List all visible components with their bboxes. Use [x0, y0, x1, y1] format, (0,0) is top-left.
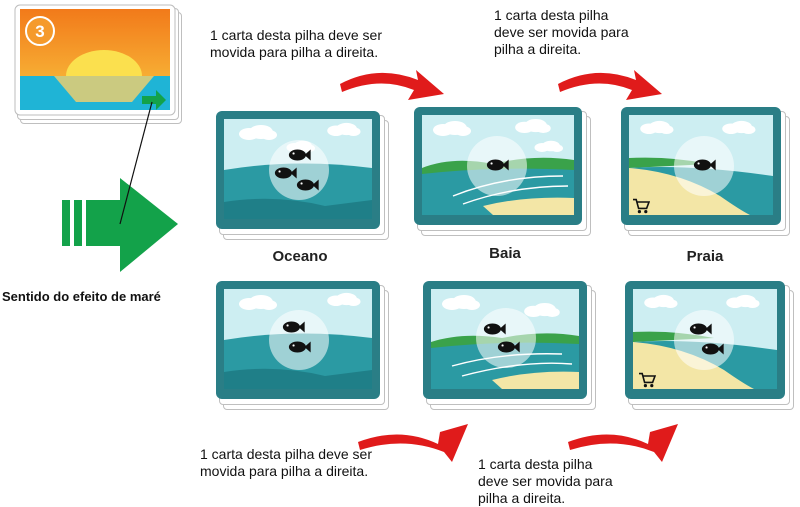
label-ocean: Oceano: [272, 248, 328, 265]
bay-card-stack-top: [413, 106, 593, 236]
note-top-left: 1 carta desta pilha deve ser movida para…: [210, 27, 382, 60]
red-arrow-top-2: [558, 70, 662, 100]
label-bay: Baia: [489, 245, 521, 262]
ocean-card-stack-top: [215, 110, 390, 240]
sunset-card: 3: [14, 4, 176, 116]
note-bottom-left: 1 carta desta pilha deve ser movida para…: [200, 446, 372, 479]
beach-card-stack-top: [620, 106, 800, 236]
ocean-card-stack-bottom: [215, 280, 390, 410]
red-arrow-bottom-1: [358, 424, 468, 462]
big-green-arrow-icon: [62, 178, 178, 272]
ocean-card: [216, 111, 380, 229]
note-top-right: 1 carta desta pilha deve ser movida para…: [494, 7, 629, 57]
beach-card: [621, 107, 781, 225]
beach-card: [625, 281, 785, 399]
bay-card-stack-bottom: [422, 280, 597, 410]
note-bottom-right: 1 carta desta pilha deve ser movida para…: [478, 456, 613, 506]
tide-direction-label: Sentido do efeito de maré: [2, 289, 161, 304]
bay-card: [414, 107, 582, 225]
pointer-line: [119, 101, 153, 225]
sunset-card-stack: 3: [14, 4, 182, 124]
label-beach: Praia: [686, 248, 724, 265]
round-badge-icon: 3: [35, 22, 44, 41]
small-green-arrow-icon: [142, 90, 166, 110]
red-arrow-top-1: [340, 70, 444, 100]
bay-card: [423, 281, 587, 399]
beach-card-stack-bottom: [624, 280, 800, 410]
ocean-card: [216, 281, 380, 399]
red-arrow-bottom-2: [568, 424, 678, 462]
